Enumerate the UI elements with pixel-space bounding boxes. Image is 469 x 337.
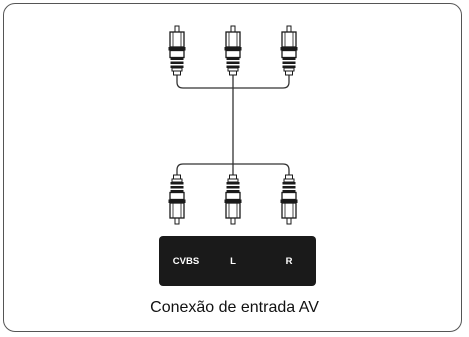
top-plug-center [223, 25, 243, 76]
bottom-plug-cvbs [167, 174, 187, 225]
port-label-l: L [230, 256, 236, 267]
cable-lines [176, 75, 290, 176]
figure-frame [3, 3, 462, 332]
av-input-panel [159, 236, 316, 286]
top-plug-left [167, 25, 187, 76]
bottom-plug-l [223, 174, 243, 225]
port-label-cvbs: CVBS [173, 256, 199, 267]
port-label-r: R [286, 256, 293, 267]
figure-caption: Conexão de entrada AV [150, 299, 319, 316]
top-plug-right [279, 25, 299, 76]
bottom-plug-r [279, 174, 299, 225]
